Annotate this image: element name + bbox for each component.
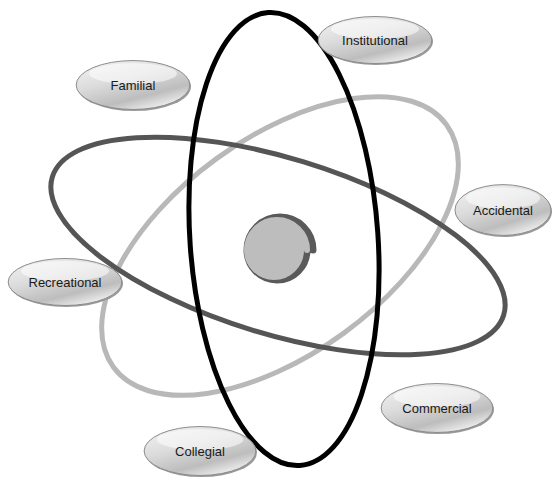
- light-orbit: [50, 38, 510, 455]
- node-label: Recreational: [7, 257, 123, 307]
- spiral-light: [247, 220, 307, 277]
- pill-node: Familial: [75, 59, 191, 111]
- node-label: Institutional: [317, 15, 433, 65]
- pill-node: Commercial: [380, 382, 494, 434]
- node-label: Collegial: [143, 425, 257, 477]
- pill-node: Accidental: [454, 183, 552, 237]
- node-label: Accidental: [454, 183, 552, 237]
- pill-node: Collegial: [143, 425, 257, 477]
- node-label: Commercial: [380, 382, 494, 434]
- pill-node: Recreational: [7, 257, 123, 307]
- node-label: Familial: [75, 59, 191, 111]
- black-orbit: [174, 6, 393, 472]
- dark-orbit: [27, 93, 530, 399]
- pill-node: Institutional: [317, 15, 433, 65]
- spiral-dark: [247, 217, 313, 280]
